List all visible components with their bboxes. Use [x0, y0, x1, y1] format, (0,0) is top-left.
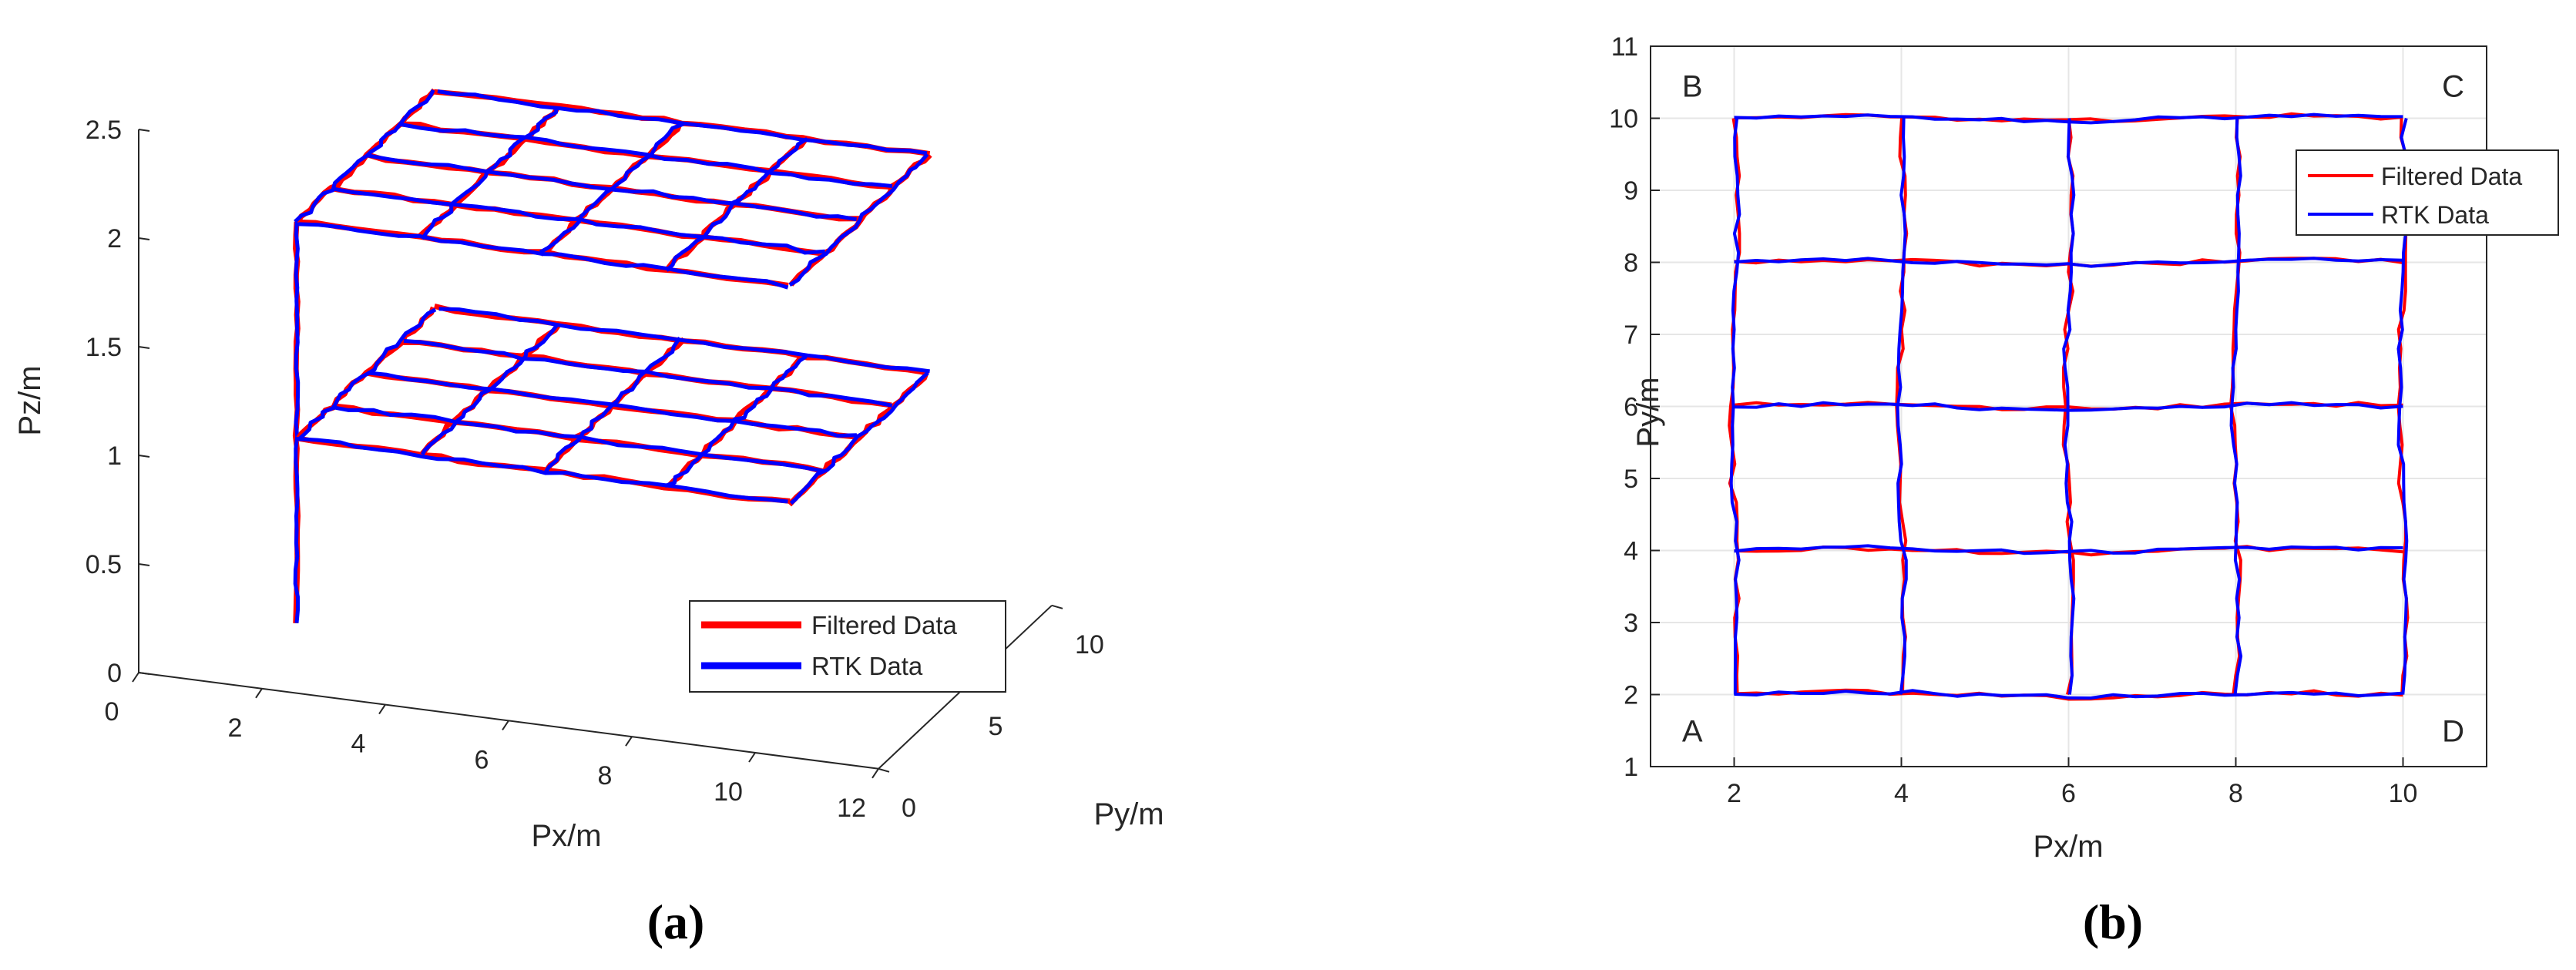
b-y-tick-label: 3	[1624, 609, 1638, 638]
b-x-tick-label: 2	[1727, 779, 1741, 808]
a-xlabel: Px/m	[531, 819, 601, 853]
a-rtk-layer0-col-line	[789, 371, 929, 505]
b-y-tick-label: 11	[1611, 32, 1638, 62]
b-legend-box	[2296, 149, 2559, 236]
a-rtk-layer1-col-line	[539, 122, 684, 254]
b-legend-rtk-label: RTK Data	[2381, 201, 2489, 229]
a-y-tick-label: 10	[1075, 630, 1104, 660]
b-y-tick-label: 8	[1624, 249, 1638, 278]
a-x-tick	[255, 688, 263, 699]
a-z-tick-label: 2.5	[86, 116, 122, 145]
a-x-tick-label: 2	[228, 713, 243, 743]
a-x-tick	[378, 704, 386, 715]
a-x-tick-label: 6	[475, 745, 489, 774]
a-z-tick	[138, 563, 150, 566]
a-x-tick-label: 8	[598, 761, 613, 790]
a-x-tick	[748, 752, 756, 763]
a-y-tick-label: 0	[902, 794, 916, 823]
b-x-tick-label: 6	[2061, 779, 2076, 808]
b-rtk-row-line	[1734, 689, 2403, 700]
a-legend-filtered-label: Filtered Data	[811, 611, 958, 639]
a-x-tick	[132, 672, 139, 683]
b-x-tick-label: 4	[1894, 779, 1909, 808]
a-z-tick	[138, 346, 150, 349]
b-ylabel: Py/m	[1631, 377, 1665, 447]
a-y-tick	[1051, 604, 1063, 609]
a-z-tick-label: 2	[107, 224, 122, 253]
a-rtk-layer1-col-line	[294, 89, 435, 223]
b-y-tick-label: 2	[1624, 681, 1638, 710]
a-rtk-layer1-col-line	[788, 153, 929, 287]
a-x-tick	[625, 736, 633, 747]
b-rtk-col-line	[2229, 118, 2243, 695]
b-rtk-row-line	[1734, 257, 2403, 268]
b-y-tick-label: 6	[1624, 393, 1638, 422]
b-rtk-row-line	[1734, 112, 2403, 125]
a-z-tick	[138, 455, 150, 458]
a-rtk-layer1-row-line	[398, 122, 893, 188]
b-corner-label: A	[1682, 714, 1703, 748]
a-x-tick	[502, 720, 509, 730]
a-x-tick-label: 12	[837, 794, 866, 823]
a-ylabel: Py/m	[1093, 797, 1164, 831]
panel-a-3d-trajectory-chart: 0 0.5 1 1.5 2 2.5 0 2 4 6 8 10 12 0 5 10 Filtered Data …	[13, 88, 1164, 949]
a-z-tick	[138, 237, 150, 240]
a-rtk-layer0-row-line	[403, 338, 893, 408]
b-y-tick-label: 10	[1609, 105, 1638, 134]
b-y-tick-label: 1	[1624, 753, 1638, 782]
a-z-tick-label: 1.5	[86, 333, 122, 362]
a-z-tick	[138, 672, 150, 675]
b-x-tick-label: 8	[2228, 779, 2243, 808]
b-y-tick-label: 9	[1624, 176, 1638, 206]
a-y-tick	[878, 767, 890, 773]
a-rtk-layer1-row-line	[437, 89, 928, 156]
b-corner-label: C	[2442, 69, 2464, 103]
a-rtk-layer0-row-line	[295, 437, 788, 504]
a-z-tick-label: 0.5	[86, 550, 122, 579]
a-rtk-layer1-col-line	[665, 136, 808, 272]
a-x-tick-label: 4	[351, 730, 366, 759]
a-x-tick-label: 0	[105, 697, 119, 727]
b-xlabel: Px/m	[2033, 830, 2103, 864]
b-y-tick-label: 4	[1624, 537, 1638, 566]
a-rtk-climb	[293, 221, 301, 623]
b-x-tick-label: 10	[2389, 779, 2418, 808]
b-legend-filtered-label: Filtered Data	[2381, 163, 2522, 190]
a-rtk-layer0-col-line	[664, 354, 808, 488]
a-z-tick	[138, 129, 150, 132]
b-rtk-col-line	[2062, 118, 2076, 695]
b-caption: (b)	[2083, 894, 2143, 949]
a-rtk-layer1-row-line	[298, 222, 789, 290]
a-caption: (a)	[647, 894, 705, 949]
a-rtk-layer1-row-line	[367, 153, 858, 222]
b-trajectory-lines	[1728, 112, 2410, 701]
a-rtk-layer0-col-line	[544, 336, 682, 473]
b-corner-labels: A B C D	[1682, 69, 2464, 748]
a-x-tick	[872, 768, 879, 779]
b-corner-label: D	[2442, 714, 2464, 748]
a-legend-rtk-label: RTK Data	[811, 652, 923, 680]
a-trajectory-lines	[292, 88, 932, 623]
b-y-tick-label: 7	[1624, 321, 1638, 350]
a-legend-box	[689, 600, 1006, 693]
b-legend: Filtered Data RTK Data	[2296, 149, 2559, 236]
b-rtk-col-line	[1729, 118, 1741, 695]
a-x-tick-label: 10	[714, 777, 743, 807]
a-legend: Filtered Data RTK Data	[689, 600, 1006, 693]
a-zlabel: Pz/m	[13, 365, 47, 435]
a-rtk-layer0-col-line	[297, 307, 437, 441]
a-y-tick-label: 5	[989, 712, 1003, 741]
a-axes: 0 0.5 1 1.5 2 2.5 0 2 4 6 8 10 12 0 5 10	[86, 116, 1104, 823]
a-z-tick-label: 0	[107, 659, 122, 688]
b-corner-label: B	[1682, 69, 1703, 103]
a-rtk-layer0-row-line	[438, 307, 930, 374]
a-z-tick-label: 1	[107, 441, 122, 471]
b-rtk-col-line	[1896, 118, 1908, 695]
b-y-tick-label: 5	[1624, 465, 1638, 494]
